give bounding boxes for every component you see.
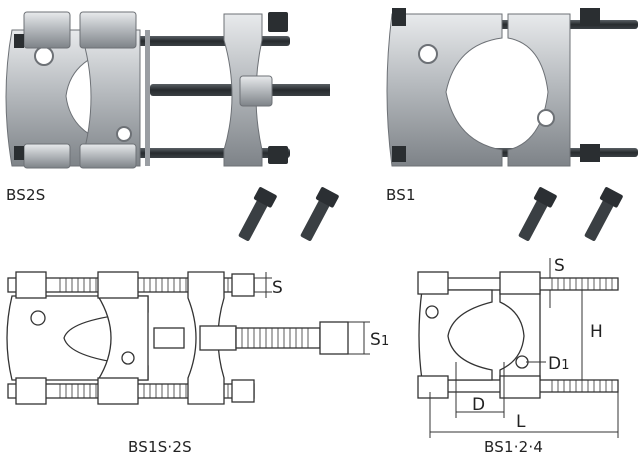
dim-d: D: [472, 395, 486, 415]
dim-d1: D1: [548, 354, 570, 374]
bs2s-photo: [5, 11, 330, 169]
dim-h: H: [590, 322, 603, 342]
dim-s1-left: S1: [370, 330, 389, 350]
caption-bs1-2-4: BS1·2·4: [484, 438, 544, 456]
bs2s-label: BS2S: [6, 186, 46, 204]
bolt-pair-left: [238, 187, 339, 241]
bs1-label: BS1: [386, 186, 416, 204]
bs1-2-4-diagram: [417, 258, 619, 438]
dim-l: L: [516, 412, 526, 432]
dim-s-right: S: [554, 256, 565, 276]
dim-s1-sub: 1: [381, 334, 390, 349]
bs1-photo: [386, 8, 638, 167]
bolt-pair-right: [518, 187, 623, 241]
dim-d1-letter: D: [548, 354, 562, 374]
dim-s-left: S: [272, 278, 283, 298]
bs1s-2s-diagram: [6, 271, 370, 405]
caption-bs1s-2s: BS1S·2S: [128, 438, 192, 456]
dim-s1-letter: S: [370, 330, 381, 350]
dim-d1-sub: 1: [561, 358, 570, 373]
